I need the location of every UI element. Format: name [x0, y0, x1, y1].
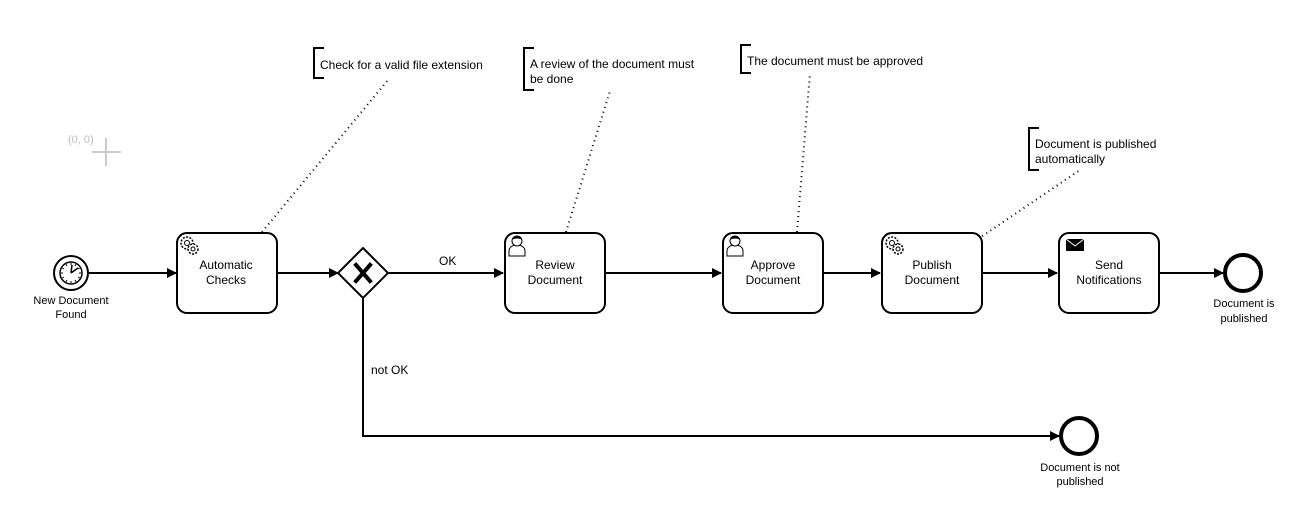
start-event-new-document[interactable]: New Document Found [33, 255, 109, 321]
task-send-notifications-label-line-2: Notifications [1076, 273, 1141, 287]
annotation-published-auto-line-1: Document is published [1035, 137, 1156, 151]
end-event-published-label-line-2: published [1220, 313, 1267, 325]
annotation-review-line-1: A review of the document must [530, 57, 695, 71]
association-review[interactable] [565, 90, 611, 233]
task-publish-document-label-line-1: Publish [912, 258, 951, 272]
annotation-check-extension-line-1: Check for a valid file extension [320, 58, 483, 72]
exclusive-gateway[interactable] [336, 246, 390, 300]
end-event-not-published[interactable]: Document is not published [1040, 416, 1120, 488]
origin-marker: (0, 0) [68, 134, 121, 166]
annotation-review-line-2: be done [530, 72, 574, 86]
flow-ok-label: OK [439, 254, 456, 268]
gear-icon [885, 236, 904, 255]
gear-icon [180, 236, 199, 255]
annotation-approved[interactable]: The document must be approved [740, 44, 923, 74]
task-send-notifications-label-line-1: Send [1095, 258, 1123, 272]
annotation-check-extension[interactable]: Check for a valid file extension [313, 47, 483, 79]
annotation-published-auto[interactable]: Document is published automatically [1028, 127, 1156, 171]
timer-icon [59, 261, 83, 285]
end-event-not-published-label-line-1: Document is not [1040, 462, 1119, 474]
x-icon [353, 262, 373, 284]
association-approved[interactable] [796, 72, 811, 233]
sequence-flows [89, 268, 1224, 441]
end-event-published[interactable]: Document is published [1213, 253, 1275, 325]
end-event-not-published-label-line-2: published [1056, 476, 1103, 488]
start-event-label-line-2: Found [55, 309, 86, 321]
task-approve-document[interactable]: Approve Document [722, 232, 824, 314]
task-send-notifications[interactable]: Send Notifications [1058, 232, 1160, 314]
annotation-associations [261, 72, 1081, 240]
task-review-document-label-line-2: Document [528, 273, 583, 287]
start-event-label-line-1: New Document [33, 295, 108, 307]
task-automatic-checks[interactable]: Automatic Checks [176, 232, 278, 314]
annotation-review[interactable]: A review of the document must be done [523, 47, 695, 91]
user-icon [508, 235, 526, 257]
task-automatic-checks-label-line-2: Checks [206, 273, 246, 287]
task-automatic-checks-label-line-1: Automatic [199, 258, 252, 272]
task-review-document[interactable]: Review Document [504, 232, 606, 314]
task-publish-document-label-line-2: Document [905, 273, 960, 287]
association-check-extension[interactable] [261, 79, 389, 233]
annotation-approved-line-1: The document must be approved [747, 54, 923, 68]
end-event-published-label-line-1: Document is [1213, 298, 1275, 310]
task-review-document-label-line-1: Review [535, 258, 575, 272]
origin-label: (0, 0) [68, 134, 94, 146]
flow-not-ok[interactable] [362, 297, 1060, 441]
task-approve-document-label-line-2: Document [746, 273, 801, 287]
association-published-auto[interactable] [977, 169, 1081, 240]
user-icon [726, 235, 744, 257]
envelope-icon [1065, 238, 1085, 251]
task-publish-document[interactable]: Publish Document [881, 232, 983, 314]
task-approve-document-label-line-1: Approve [751, 258, 796, 272]
annotation-published-auto-line-2: automatically [1035, 152, 1105, 166]
flow-not-ok-label: not OK [371, 363, 408, 377]
